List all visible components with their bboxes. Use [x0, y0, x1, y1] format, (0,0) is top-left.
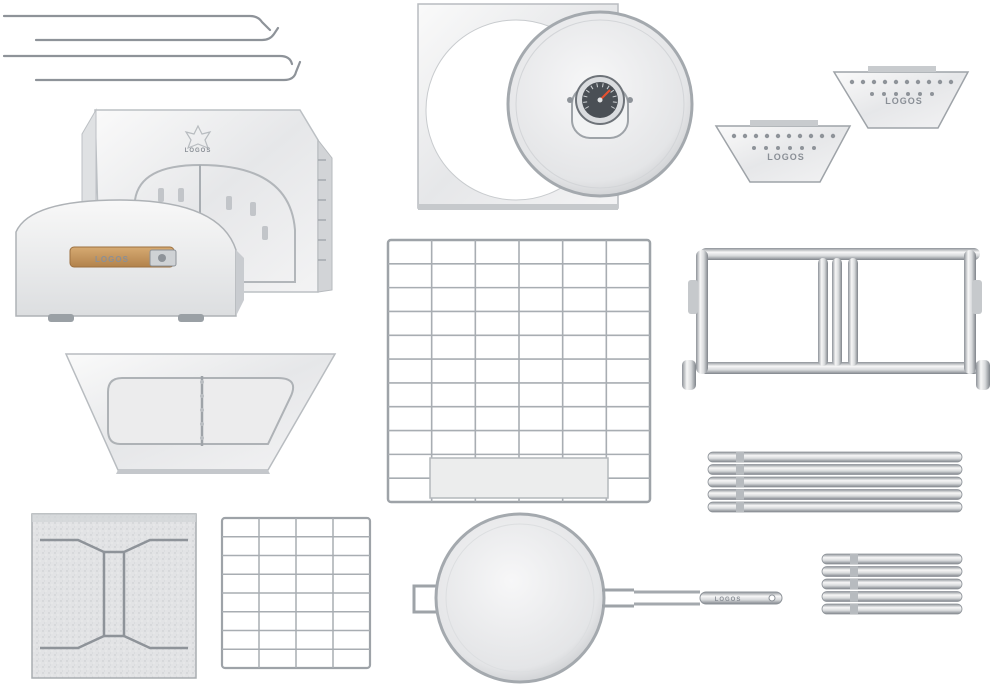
thermometer-icon: [567, 75, 633, 125]
small-grill-grate: [220, 516, 372, 670]
tray-small-brand: LOGOS: [767, 152, 805, 162]
door-handle-brand: LOGOS: [95, 255, 129, 264]
grate-plate: [429, 457, 609, 499]
long-tube-bundle: [707, 451, 963, 513]
round-frying-pan: LOGOS: [412, 512, 783, 684]
large-grill-grate: [386, 238, 652, 504]
skewer-rods: [2, 14, 302, 82]
tray-large-brand: LOGOS: [885, 96, 923, 106]
wooden-handle: LOGOS: [69, 246, 177, 268]
pan-handle-brand: LOGOS: [715, 597, 742, 603]
folding-tube-frame: [682, 248, 990, 390]
short-tube-bundle: [821, 553, 963, 615]
charcoal-tray-large: LOGOS: [832, 66, 970, 129]
charcoal-tray-small: LOGOS: [714, 120, 852, 183]
dome-lid: [506, 10, 694, 198]
leaf-logo-icon: [184, 124, 212, 150]
oven-door: LOGOS: [15, 199, 244, 322]
pan-handle: LOGOS: [634, 590, 783, 606]
trapezoid-front-panel: [64, 353, 337, 474]
oven-panel-brand: LOGOS: [185, 148, 212, 154]
folding-base-plate: [31, 513, 197, 679]
